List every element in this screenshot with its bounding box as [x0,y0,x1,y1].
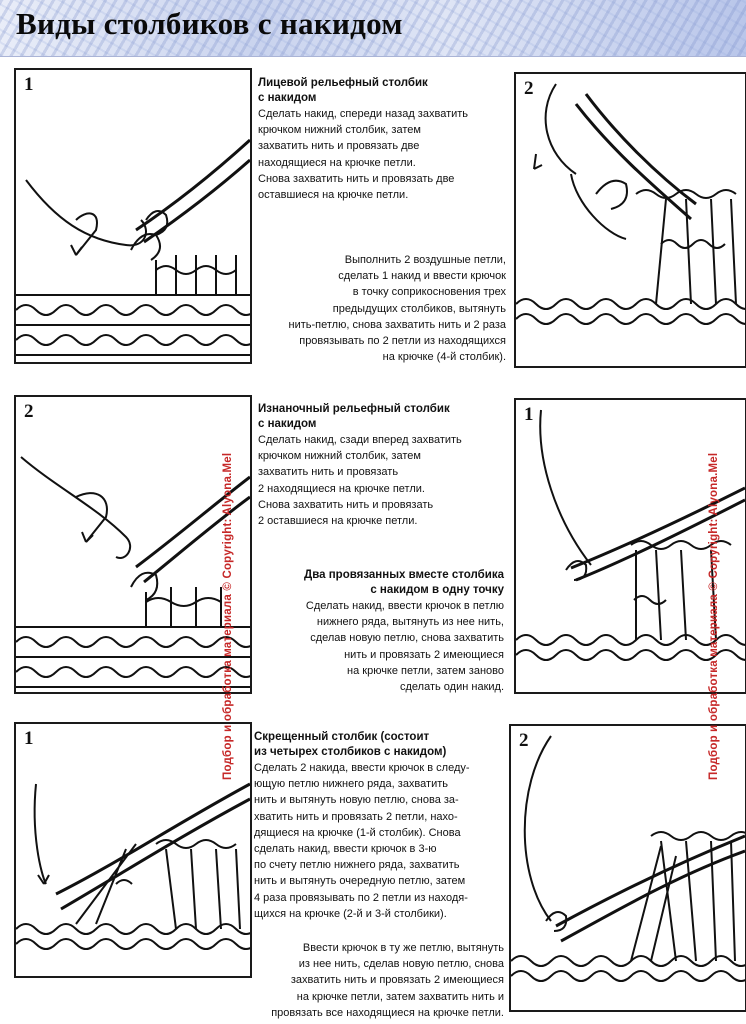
crochet-illustration [16,138,250,356]
text-line: на крючке (4-й столбик). [382,351,506,364]
text-line: нить и провязать 2 имеющиеся [344,648,504,661]
panel-number: 1 [24,728,34,749]
text-line: 2 оставшиеся на крючке петли. [258,515,418,528]
text-line: щихся на крючке (2-й и 3-й столбики). [254,907,447,920]
text-line: дящиеся на крючке (1-й столбик). Снова [254,826,461,839]
copyright-watermark-right: Подбор и обработка материала © Copyright… [708,452,720,780]
text-line: нить и вытянуть новую петлю, снова за- [254,794,459,807]
crochet-illustration [16,782,250,950]
illustration-panel-front-1: 1 [14,68,252,364]
page-header: Виды столбиков с накидом [0,0,746,57]
text-line: Сделать накид, ввести крючок в петлю [305,600,504,612]
section-title: Лицевой рельефный столбик [258,77,428,89]
section-title: Скрещенный столбик (состоит [254,731,430,743]
panel-number: 2 [519,730,529,751]
crochet-illustration [511,735,745,982]
illustration-panel-crossed-1: 1 [14,722,252,978]
panel-number: 2 [524,78,534,99]
text-line: захватить нить и провязать две [258,140,420,153]
section-title: с накидом в одну точку [370,584,504,596]
text-line: на крючке петли, затем захватить нить и [296,990,504,1003]
text-line: провязывать по 2 петли из находящихся [299,335,506,348]
text-line: из нее нить, сделав новую петлю, снова [298,958,504,971]
section-title: с накидом [258,418,317,430]
text-front-relief: Лицевой рельефный столбик с накидом Сдел… [258,76,508,203]
text-line: крючком нижний столбик, затем [258,124,421,137]
text-line: нить и вытянуть очередную петлю, затем [254,875,466,888]
text-front-relief-continued: Выполнить 2 воздушные петли, сделать 1 н… [270,252,506,365]
panel-number: 1 [24,74,34,95]
text-two-together: Два провязанных вместе столбика с накидо… [280,568,504,695]
text-line: крючком нижний столбик, затем [258,450,421,463]
section-title: с накидом [258,92,317,104]
section-title: Два провязанных вместе столбика [304,569,504,581]
text-line: Снова захватить нить и провязать [258,498,434,511]
text-line: оставшиеся на крючке петли. [258,189,409,202]
text-line: Сделать 2 накида, ввести крючок в следу- [254,762,470,774]
text-line: нижнего ряда, вытянуть из нее нить, [316,616,504,629]
illustration-panel-back-2: 2 [14,395,252,694]
text-crossed-continued: Ввести крючок в ту же петлю, вытянуть из… [268,940,504,1021]
text-line: провязать все находящиеся на крючке петл… [271,1006,504,1019]
text-line: сделать один накид. [400,681,504,694]
text-line: Сделать накид, сзади вперед захватить [258,434,462,446]
text-line: на крючке петли, затем заново [347,664,504,677]
panel-number: 2 [24,401,34,422]
text-line: Ввести крючок в ту же петлю, вытянуть [302,942,504,954]
text-line: хватить нить и провязать 2 петли, нахо- [254,810,458,823]
crochet-illustration [516,83,745,325]
text-back-relief: Изнаночный рельефный столбик с накидом С… [258,402,508,529]
text-line: находящиеся на крючке петли. [258,156,416,169]
crochet-illustration [16,456,250,688]
text-line: сделать накид, ввести крючок в 3-ю [254,843,437,856]
crochet-illustration [516,409,745,661]
text-line: предыдущих столбиков, вытянуть [332,302,506,315]
page-title: Виды столбиков с накидом [16,6,403,41]
text-line: Снова захватить нить и провязать две [258,172,455,185]
text-line: сделать 1 накид и ввести крючок [338,270,506,283]
text-line: захватить нить и провязать [258,466,399,479]
illustration-panel-front-2: 2 [514,72,746,368]
text-line: в точку соприкосновения трех [352,286,506,299]
text-line: 4 раза провязывать по 2 петли из находя- [254,891,468,904]
copyright-watermark-left: Подбор и обработка материала © Copyright… [222,452,234,780]
text-line: 2 находящиеся на крючке петли. [258,482,425,495]
panel-number: 1 [524,404,534,425]
section-title: из четырех столбиков с накидом) [254,746,447,758]
text-line: по счету петлю нижнего ряда, захватить [254,859,460,872]
illustration-panel-two-together-1: 1 [514,398,746,694]
text-line: Сделать накид, спереди назад захватить [258,108,469,120]
text-line: сделав новую петлю, снова захватить [310,632,504,645]
text-line: ющую петлю нижнего ряда, захватить [254,778,448,791]
text-line: нить-петлю, снова захватить нить и 2 раз… [288,318,506,331]
text-line: Выполнить 2 воздушные петли, [344,254,506,266]
text-line: захватить нить и провязать 2 имеющиеся [290,974,504,987]
section-title: Изнаночный рельефный столбик [258,403,450,415]
text-crossed: Скрещенный столбик (состоит из четырех с… [254,730,508,922]
